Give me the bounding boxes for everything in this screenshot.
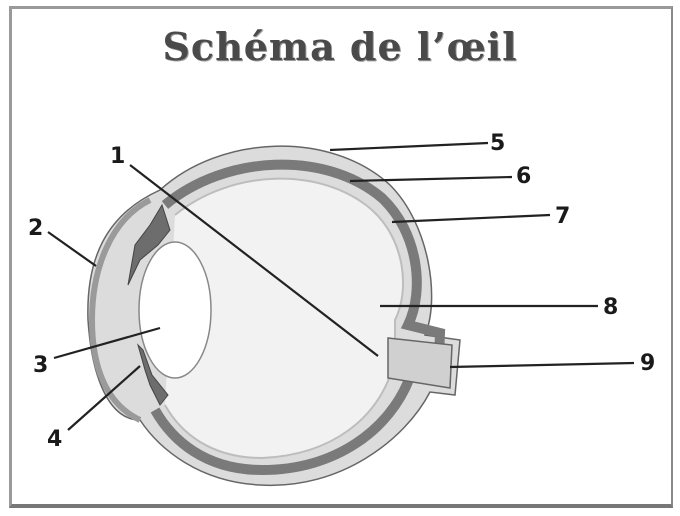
label-1: 1 — [110, 144, 125, 169]
label-3: 3 — [33, 353, 48, 378]
label-8: 8 — [603, 295, 618, 320]
label-9: 9 — [640, 351, 655, 376]
lens — [139, 242, 211, 378]
leader-line-7 — [392, 215, 550, 222]
label-7: 7 — [555, 204, 570, 229]
label-4: 4 — [47, 427, 62, 452]
leader-line-2 — [48, 232, 96, 266]
label-6: 6 — [516, 164, 531, 189]
leader-line-9 — [450, 363, 634, 367]
label-5: 5 — [490, 131, 505, 156]
label-2: 2 — [28, 216, 43, 241]
leader-line-5 — [330, 143, 488, 150]
eye-illustration — [88, 146, 460, 485]
